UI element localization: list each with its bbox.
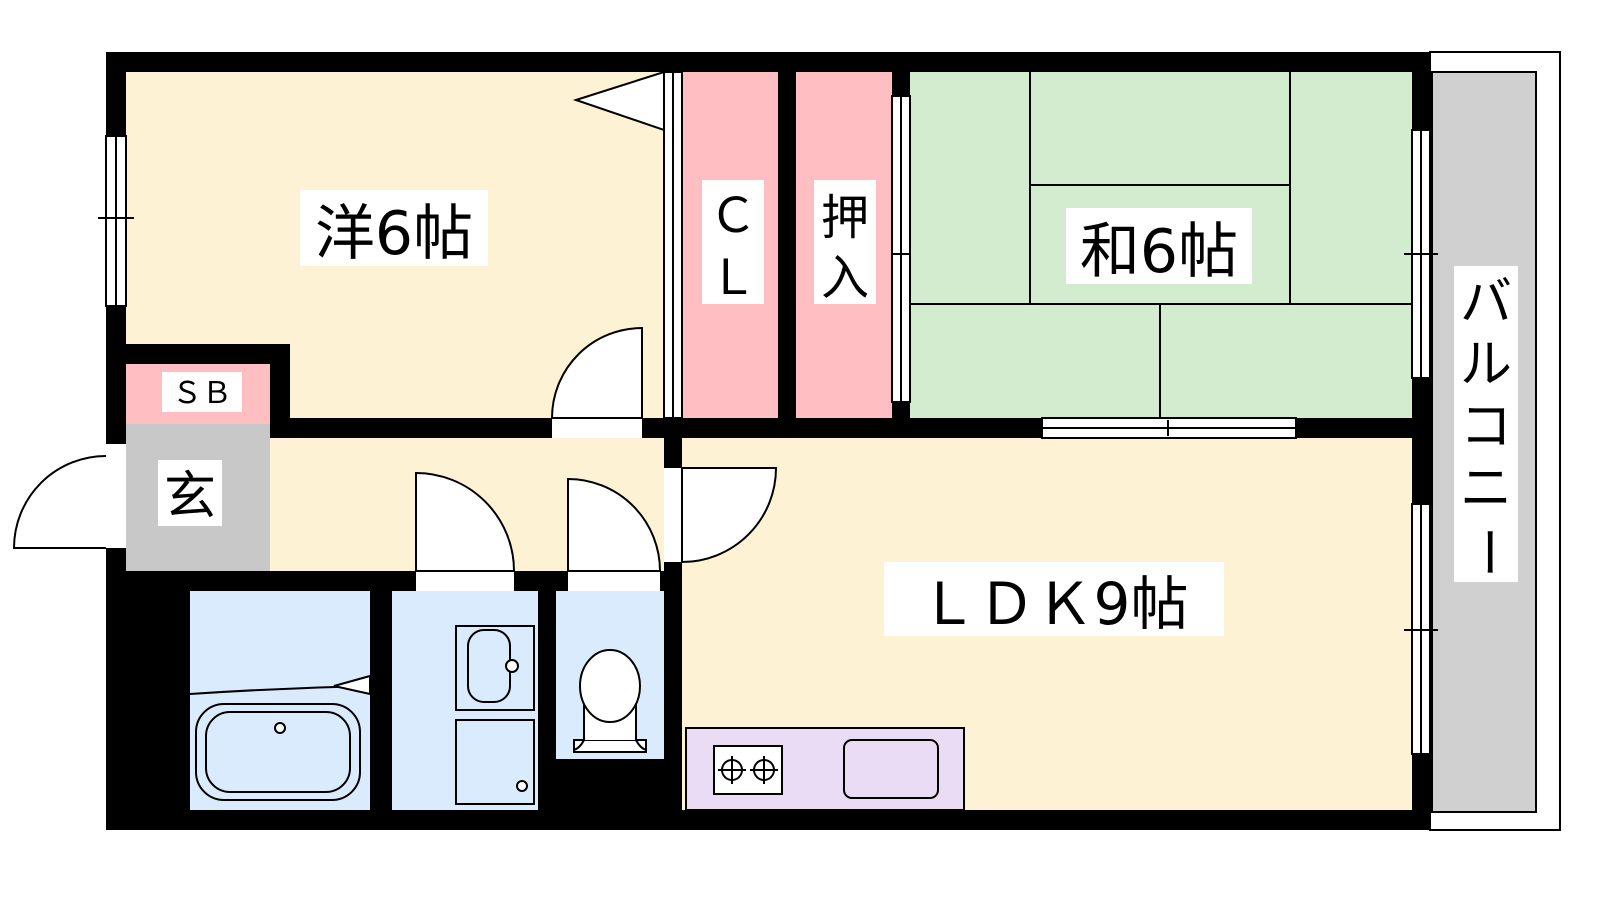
sink-icon: [843, 739, 939, 799]
toilet-icon: [573, 649, 647, 753]
balcony-label-5: ー: [1457, 526, 1517, 578]
washing-machine-icon: [455, 719, 535, 805]
closet-label-bottom: Ｌ: [709, 250, 757, 306]
ldk-label: ＬＤＫ9帖: [920, 570, 1189, 638]
labels: 洋6帖 和6帖 ＬＤＫ9帖 Ｃ Ｌ 押 入 ＳＢ 玄 バ ル コ ニ ー: [158, 180, 1518, 638]
balcony-label-3: コ: [1460, 397, 1512, 457]
balcony-label-4: ニ: [1460, 459, 1512, 519]
windows: [98, 71, 1438, 755]
bathtub-icon: [189, 674, 371, 801]
oshiire-label-top: 押: [821, 190, 869, 246]
balcony-label-2: ル: [1460, 335, 1512, 395]
stove-icon: [713, 745, 783, 795]
entrance-label: 玄: [164, 467, 216, 527]
washbasin-icon: [455, 625, 535, 711]
balcony-label-1: バ: [1460, 273, 1512, 333]
closet-label-top: Ｃ: [709, 188, 757, 244]
japanese-room-label: 和6帖: [1080, 217, 1238, 287]
shoebox-label: ＳＢ: [172, 376, 232, 411]
doors: [12, 70, 778, 591]
western-room-label: 洋6帖: [315, 199, 473, 269]
tatami-lines: [910, 72, 1412, 418]
oshiire-label-bottom: 入: [821, 250, 869, 306]
